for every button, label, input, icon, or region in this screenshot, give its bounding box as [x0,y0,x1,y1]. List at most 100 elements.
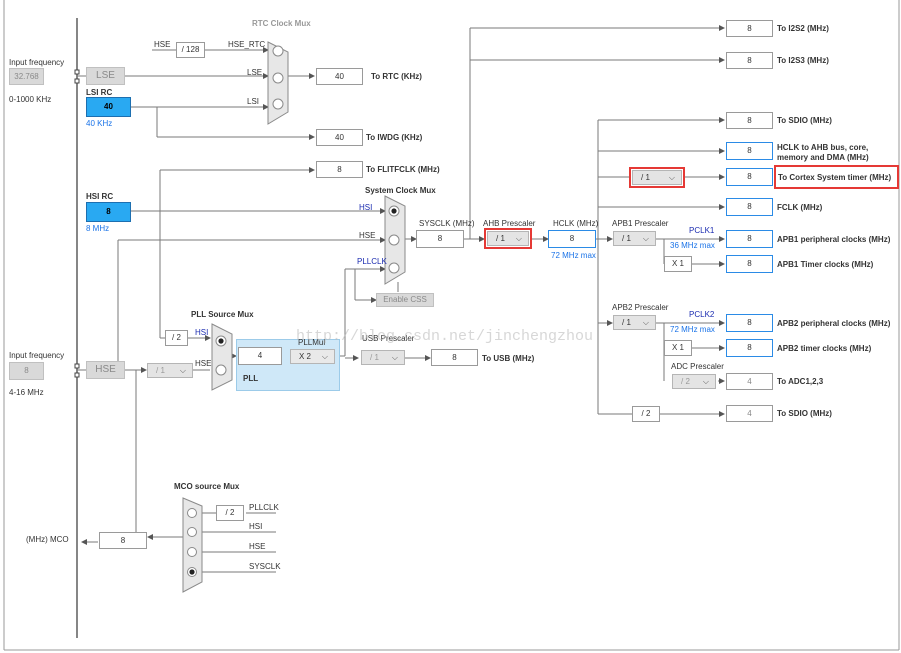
sdio2-output-label: To SDIO (MHz) [777,409,832,418]
cortex-prescaler-value: / 1 [641,173,650,182]
ahb-prescaler-select[interactable]: / 1 ⌵ [487,231,529,246]
apb1-timer-output-value[interactable]: 8 [726,255,773,273]
apb2-timer-output-label: APB2 timer clocks (MHz) [777,344,872,353]
ahb-prescaler-value: / 1 [496,234,505,243]
adc-prescaler-select[interactable]: / 2⌵ [672,374,716,389]
ahb-bus-output-label-1: HCLK to AHB bus, core, [777,143,869,152]
pclk2-max-label: 72 MHz max [670,325,715,334]
apb2-timer-multiplier: X 1 [664,340,692,356]
sysclk-value: 8 [416,230,464,248]
rtc-output-value: 40 [316,68,363,85]
lsi-rc-label: LSI RC [86,88,113,97]
pll-source-mux-shape [211,323,233,391]
apb1-periph-output-value[interactable]: 8 [726,230,773,248]
chevron-down-icon: ⌵ [642,318,649,327]
sysmux-hsi-label: HSI [359,203,373,212]
sdio2-output-value: 4 [726,405,773,422]
flitf-output-label: To FLITFCLK (MHz) [366,165,440,174]
apb1-timer-output-label: APB1 Timer clocks (MHz) [777,260,874,269]
iwdg-output-value: 40 [316,129,363,146]
mco-hsi-label: HSI [249,522,263,531]
usb-prescaler-select[interactable]: / 1 ⌵ [361,350,405,365]
pll-source-mux-label: PLL Source Mux [191,310,254,319]
sysclk-label: SYSCLK (MHz) [419,219,475,228]
usb-prescaler-label: USB Prescaler [362,334,415,343]
enable-css-button[interactable]: Enable CSS [376,293,434,307]
adc-prescaler-label: ADC Prescaler [671,362,724,371]
lsi-rc-value[interactable]: 40 [86,97,131,117]
chevron-down-icon: ⌵ [668,173,675,182]
mco-mux-shape [182,497,203,593]
hsi-rc-label: HSI RC [86,192,114,201]
i2s2-output-value: 8 [726,20,773,37]
apb1-timer-multiplier: X 1 [664,256,692,272]
cortex-timer-output-label: To Cortex System timer (MHz) [778,173,892,182]
pclk1-label: PCLK1 [689,226,715,235]
hse-frequency-field[interactable]: 8 [9,362,44,380]
sysmux-hse-label: HSE [359,231,376,240]
ahb-bus-output-value[interactable]: 8 [726,142,773,160]
fclk-output-label: FCLK (MHz) [777,203,823,212]
watermark-text: http://blog.csdn.net/jinchengzhou [296,328,594,345]
input-frequency-label-lse: Input frequency [9,58,65,67]
rtc-hse-label: HSE [154,40,171,49]
usb-prescaler-value: / 1 [370,353,379,362]
apb2-periph-output-label: APB2 peripheral clocks (MHz) [777,319,891,328]
lse-frequency-field[interactable]: 32.768 [9,68,44,85]
rtc-output-label: To RTC (KHz) [371,72,422,81]
i2s3-output-label: To I2S3 (MHz) [777,56,829,65]
apb1-prescaler-label: APB1 Prescaler [612,219,669,228]
cortex-timer-highlight [774,165,899,189]
chevron-down-icon: ⌵ [391,353,398,362]
mco-hse-label: HSE [249,542,266,551]
apb2-timer-output-value[interactable]: 8 [726,339,773,357]
hclk-label: HCLK (MHz) [553,219,599,228]
flitf-output-value: 8 [316,161,363,178]
i2s2-output-label: To I2S2 (MHz) [777,24,829,33]
input-frequency-label-hse: Input frequency [9,351,65,360]
i2s3-output-value: 8 [726,52,773,69]
sdio-output-value: 8 [726,112,773,129]
mco-output-label: (MHz) MCO [26,535,69,544]
apb1-prescaler-value: / 1 [622,234,631,243]
iwdg-output-label: To IWDG (KHz) [366,133,423,142]
rtc-lse-label: LSE [247,68,263,77]
cortex-prescaler-select[interactable]: / 1 ⌵ [632,170,682,185]
sysmux-pllclk-label: PLLCLK [357,257,387,266]
mco-pll-divider: / 2 [216,505,244,521]
ahb-prescaler-label: AHB Prescaler [483,219,536,228]
hse-range-label: 4-16 MHz [9,388,44,397]
usb-output-label: To USB (MHz) [482,354,535,363]
lse-range-label: 0-1000 KHz [9,95,52,104]
lse-oscillator[interactable]: LSE [86,67,125,85]
hclk-value[interactable]: 8 [548,230,596,248]
mco-source-mux-label: MCO source Mux [174,482,240,491]
mco-output-value: 8 [99,532,147,549]
hsi-rc-value[interactable]: 8 [86,202,131,222]
mco-pllclk-label: PLLCLK [249,503,279,512]
chevron-down-icon: ⌵ [515,234,522,243]
pll-hse-divider-select[interactable]: / 1 ⌵ [147,363,193,378]
ahb-bus-output-label-2: memory and DMA (MHz) [777,153,869,162]
pllmul-select[interactable]: X 2⌵ [290,349,335,364]
apb2-periph-output-value[interactable]: 8 [726,314,773,332]
chevron-down-icon: ⌵ [179,366,186,375]
cortex-timer-output-value[interactable]: 8 [726,168,773,186]
pllsrc-hsi-label: HSI [195,328,209,337]
pll-hse-divider-value: / 1 [156,366,165,375]
pllmul-label: PLLMul [298,338,326,347]
apb2-prescaler-select[interactable]: / 1 ⌵ [613,315,656,330]
rtc-hse-divider: / 128 [176,42,205,58]
adc-prescaler-value: / 2 [681,377,690,386]
apb1-prescaler-select[interactable]: / 1 ⌵ [613,231,656,246]
rtc-lsi-label: LSI [247,97,260,106]
pclk1-max-label: 36 MHz max [670,241,715,250]
chevron-down-icon: ⌵ [642,234,649,243]
hse-oscillator[interactable]: HSE [86,361,125,379]
chevron-down-icon: ⌵ [321,352,328,361]
fclk-output-value[interactable]: 8 [726,198,773,216]
apb2-prescaler-value: / 1 [622,318,631,327]
pll-label: PLL [243,374,259,383]
cortex-prescaler-highlight [629,167,685,188]
